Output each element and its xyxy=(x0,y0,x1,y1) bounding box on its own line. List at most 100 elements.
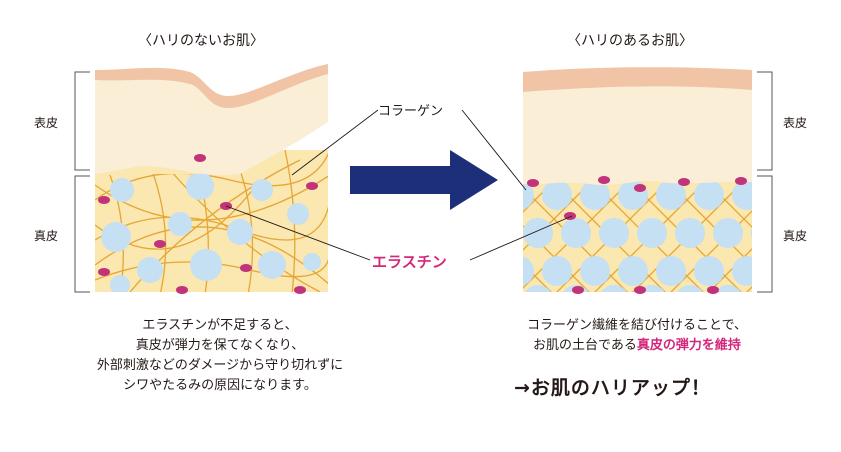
dermis-cell xyxy=(694,256,724,286)
left-skin-illustration xyxy=(95,64,328,294)
right-caption: コラーゲン繊維を結び付けることで、 お肌の土台である真皮の弾力を維持 xyxy=(487,316,787,356)
left-dermis-bracket xyxy=(74,175,90,293)
elastin-mark xyxy=(98,196,110,204)
right-epidermis xyxy=(523,86,752,185)
dermis-cell xyxy=(694,180,724,210)
right-caption-line-2-text: お肌の土台である xyxy=(533,338,637,353)
collagen-fiber xyxy=(708,248,752,292)
dermis-cell xyxy=(110,178,134,202)
collagen-line-left xyxy=(291,109,379,176)
dermis-cell xyxy=(751,227,752,239)
left-epidermis-top-layer xyxy=(95,64,328,108)
left-caption-line-4: シワやたるみの原因になります。 xyxy=(123,378,317,393)
result-headline: →お肌のハリアップ！ xyxy=(514,377,711,399)
elastin-mark xyxy=(194,154,206,162)
dermis-elasticity-highlight: 真皮の弾力を維持 xyxy=(636,338,741,353)
left-dermis-label: 真皮 xyxy=(34,229,59,243)
elastin-mark xyxy=(707,286,719,294)
left-caption-line-3: 外部刺激などのダメージから守り切れずに xyxy=(96,358,344,373)
layer-brackets xyxy=(74,71,773,293)
dermis-cell xyxy=(732,256,752,286)
elastin-mark xyxy=(634,286,646,294)
left-caption-line-1: エラスチンが不足すると、 xyxy=(142,318,298,333)
collagen-line-right xyxy=(461,109,527,191)
dermis-cell xyxy=(601,285,627,292)
dermis-cell xyxy=(101,222,131,252)
right-caption-line-2: お肌の土台である真皮の弾力を維持 xyxy=(487,336,787,356)
elastin-mark xyxy=(98,268,110,276)
dermis-cell xyxy=(599,218,629,248)
dermis-cell xyxy=(580,256,610,286)
dermis-cell xyxy=(580,180,610,210)
elastin-mark xyxy=(154,240,166,248)
dermis-cell xyxy=(168,212,192,236)
elastin-mark xyxy=(572,286,584,294)
dermis-cell xyxy=(561,218,591,248)
elastin-mark xyxy=(306,182,318,190)
dermis-cell xyxy=(713,218,743,248)
collagen-fiber xyxy=(819,176,841,296)
dermis-cell xyxy=(523,180,534,210)
elastin-mark xyxy=(294,286,306,294)
dermis-cell xyxy=(542,256,572,286)
elastin-mark xyxy=(527,179,539,187)
left-epidermis xyxy=(95,70,328,176)
right-epidermis-label: 表皮 xyxy=(783,116,808,130)
right-dermis-content xyxy=(523,176,841,315)
dermis-cell xyxy=(303,253,321,271)
dermis-cell xyxy=(186,172,214,200)
dermis-cell xyxy=(137,257,163,283)
elastin-mark xyxy=(634,184,646,192)
left-dermis-content xyxy=(95,149,328,292)
right-dermis-bracket xyxy=(757,175,773,293)
collagen-fiber xyxy=(149,164,167,292)
dermis-cell xyxy=(618,256,648,286)
collagen-callout-label: コラーゲン xyxy=(378,104,444,119)
right-panel-title: 〈ハリのあるお肌〉 xyxy=(567,33,693,49)
dermis-cell xyxy=(542,180,572,210)
dermis-cell xyxy=(732,180,752,210)
elastin-mark xyxy=(598,176,610,184)
right-epidermis-top-layer xyxy=(523,67,752,92)
dermis-cell xyxy=(523,256,534,286)
left-caption: エラスチンが不足すると、 真皮が弾力を保てなくなり、 外部刺激などのダメージから… xyxy=(70,316,370,396)
right-epidermis-bracket xyxy=(757,71,773,171)
dermis-cell xyxy=(287,203,309,225)
dermis-cell xyxy=(715,285,741,292)
dermis-cell xyxy=(110,275,130,292)
left-epidermis-bracket xyxy=(74,71,90,171)
dermis-cell xyxy=(656,180,686,210)
dermis-cell xyxy=(637,218,667,248)
transition-arrow xyxy=(350,150,498,210)
elastin-line-right xyxy=(469,215,573,261)
elastin-line-left xyxy=(225,205,371,261)
dermis-cell xyxy=(258,251,286,279)
dermis-cell xyxy=(751,285,781,315)
dermis-cell xyxy=(227,219,253,245)
dermis-cell xyxy=(523,218,553,248)
dermis-cell xyxy=(525,285,551,292)
dermis-cell xyxy=(190,249,222,281)
elastin-mark xyxy=(735,177,747,185)
elastin-mark xyxy=(678,178,690,186)
collagen-fiber xyxy=(523,180,556,213)
dermis-cell xyxy=(656,256,686,286)
dermis-cell xyxy=(618,180,648,210)
elastin-mark xyxy=(240,264,252,272)
callout-lines xyxy=(225,109,573,261)
dermis-cell xyxy=(677,285,703,292)
right-caption-line-1: コラーゲン繊維を結び付けることで、 xyxy=(526,318,748,333)
right-dermis-label: 真皮 xyxy=(783,229,808,243)
dermis-cell xyxy=(251,179,273,201)
right-skin-illustration xyxy=(523,67,841,315)
left-dermis-cells xyxy=(101,172,321,292)
left-panel-title: 〈ハリのないお肌〉 xyxy=(138,33,264,49)
left-epidermis-label: 表皮 xyxy=(34,116,59,130)
right-dermis-cells xyxy=(523,180,781,315)
left-elastin-marks xyxy=(98,154,318,294)
elastin-callout-label: エラスチン xyxy=(372,253,447,271)
left-caption-line-2: 真皮が弾力を保てなくなり、 xyxy=(135,338,305,353)
elastin-mark xyxy=(176,286,188,294)
